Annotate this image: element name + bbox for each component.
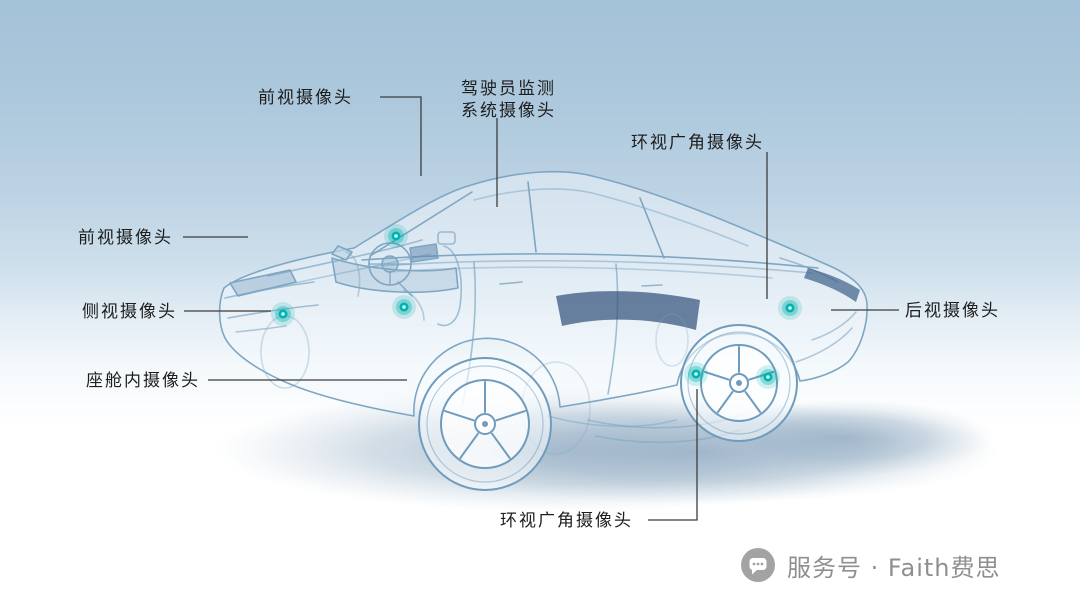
label-dms-camera-line1: 驾驶员监测 [461,79,556,99]
label-dms-camera: 驾驶员监测 系统摄像头 [461,78,556,122]
camera-markers [271,224,802,389]
camera-marker-cabin [392,295,416,319]
label-cabin-camera: 座舱内摄像头 [86,371,200,391]
steering-wheel [368,242,413,297]
label-rear-camera: 后视摄像头 [905,301,1000,321]
label-side-camera: 侧视摄像头 [82,302,177,322]
camera-marker-rear [778,296,802,320]
camera-marker-surround-left [684,362,708,386]
leader-front-camera-top [380,96,422,176]
label-dms-camera-line2: 系统摄像头 [461,101,556,122]
front-wheel [418,357,552,491]
watermark: 服务号 · Faith费思 [740,547,1000,583]
label-front-camera-top: 前视摄像头 [258,88,353,108]
camera-marker-side [271,302,295,326]
label-front-camera-left: 前视摄像头 [78,228,173,248]
camera-marker-front-windshield [384,224,408,248]
wechat-account-icon [741,548,775,582]
leader-surround-camera-bottom [648,389,698,521]
label-surround-camera-bottom: 环视广角摄像头 [500,511,633,531]
camera-marker-surround-right [756,365,780,389]
car-shadow [215,388,1000,512]
car-body [218,170,868,455]
rear-wheel [680,324,798,442]
watermark-text: 服务号 · Faith费思 [787,553,1001,582]
label-surround-camera-top: 环视广角摄像头 [631,133,764,153]
